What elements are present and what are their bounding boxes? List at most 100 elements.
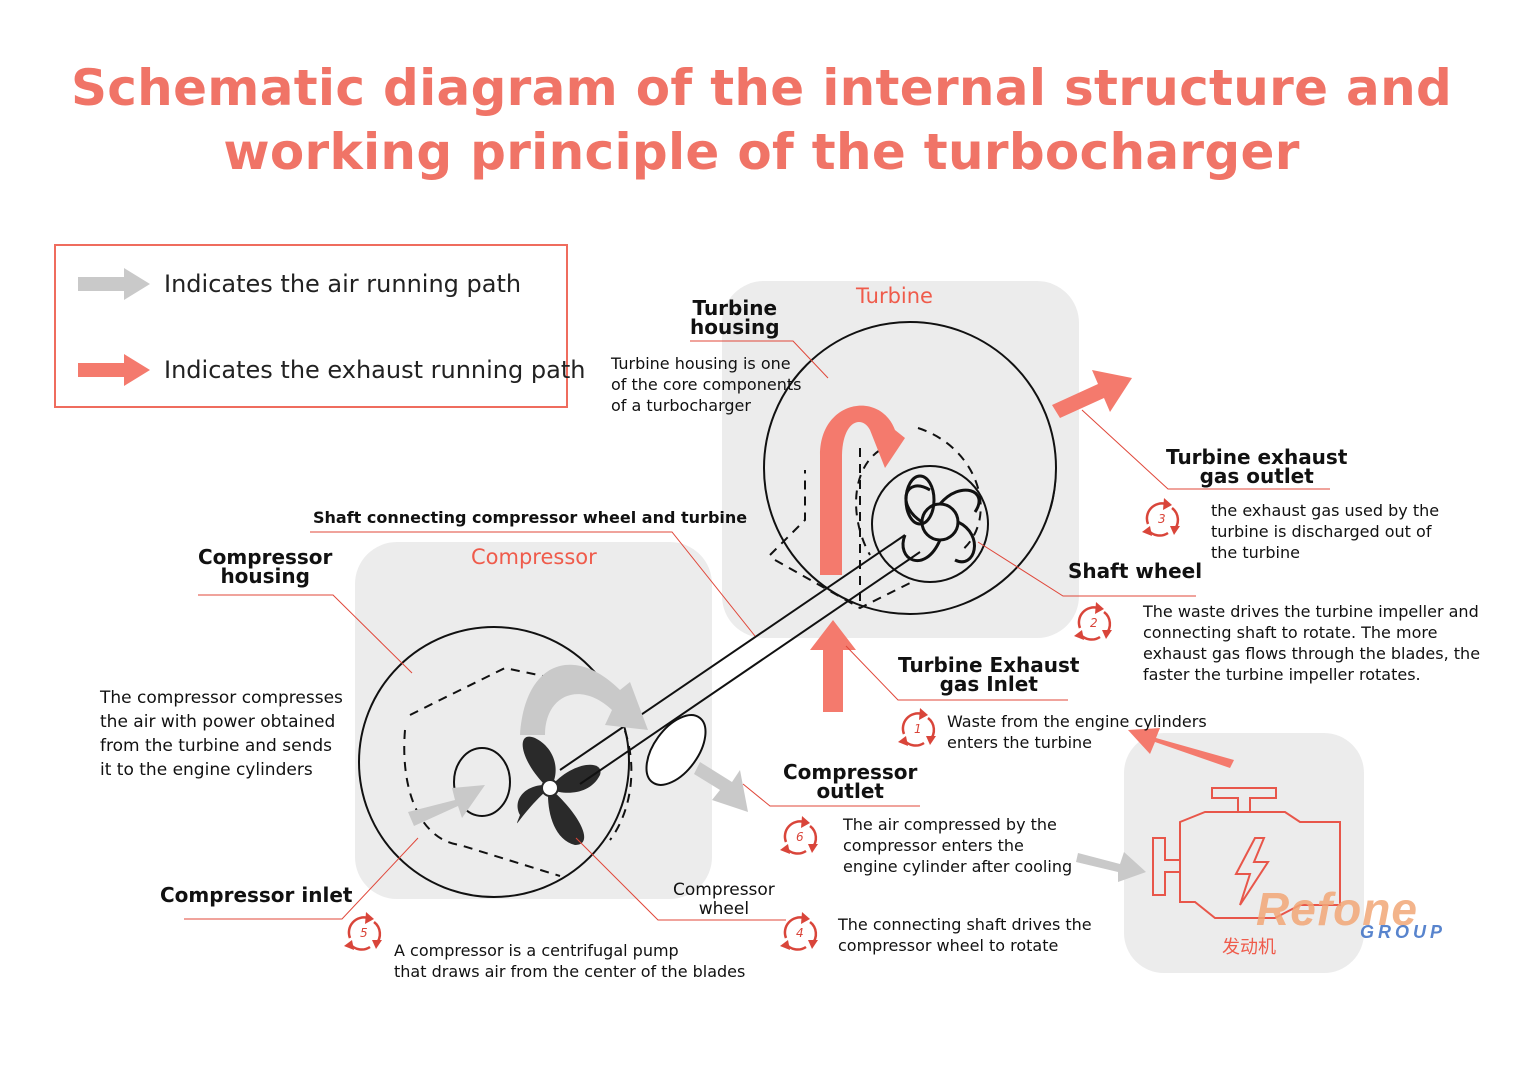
red-arrow-icon [78,354,150,386]
desc-exhaust-inlet: Waste from the engine cylinders enters t… [947,711,1207,753]
label-shaft-wheel: Shaft wheel [1068,559,1203,583]
desc-line: exhaust gas flows through the blades, th… [1143,644,1481,663]
compressor-internal-air-arrow [520,664,648,735]
leader-compressor-wheel [575,837,786,921]
engine-exhaust-arrow [1128,728,1234,768]
desc-line: Waste from the engine cylinders [947,712,1207,731]
step-icon-6: 6 [780,816,818,855]
label-line: Compressor [198,545,333,569]
desc-line: that draws air from the center of the bl… [394,962,746,981]
desc-line: A compressor is a centrifugal pump [394,941,679,960]
legend-row-exhaust: Indicates the exhaust running path [78,350,585,390]
desc-line: Turbine housing is one [611,354,791,373]
compressor-wheel-drawing [517,736,601,845]
step-icons: 1 2 3 4 [344,498,1180,951]
desc-line: faster the turbine impeller rotates. [1143,665,1421,684]
desc-line: The waste drives the turbine impeller an… [1143,602,1479,621]
desc-line: the exhaust gas used by the [1211,501,1440,520]
exhaust-flow-arrows [810,370,1234,768]
desc-line: it to the engine cylinders [100,760,313,780]
legend-exhaust-label: Indicates the exhaust running path [164,356,586,384]
label-turbine-housing: Turbine housing [690,296,780,339]
leader-shaft [310,531,756,637]
compressor-inlet-air-arrow [408,785,485,826]
step-icon-1: 1 [898,708,936,747]
label-compressor-housing: Compressor housing [198,545,333,588]
desc-line: The compressor compresses [100,688,343,708]
turbine-inlet-exhaust-arrow [810,620,856,712]
label-line: Turbine [692,296,778,320]
gray-arrow-icon [78,268,150,300]
desc-line: the air with power obtained [100,712,336,732]
desc-line: engine cylinder after cooling [843,857,1073,876]
step-number-3: 3 [1158,512,1166,526]
label-line: housing [690,315,780,339]
desc-exhaust-outlet: the exhaust gas used by the turbine is d… [1211,500,1439,563]
air-flow-arrows [408,664,1146,882]
label-line: gas outlet [1199,464,1314,488]
desc-line: of a turbocharger [611,396,751,415]
legend-air-label: Indicates the air running path [164,270,522,298]
logo-sub-text: GROUP [1360,922,1447,942]
desc-line: compressor enters the [843,836,1024,855]
desc-line: The connecting shaft drives the [838,915,1092,934]
leader-exhaust-outlet [1081,409,1330,490]
desc-line: the turbine [1211,543,1300,562]
leader-exhaust-inlet [845,645,1068,701]
label-compressor-inlet: Compressor inlet [160,883,353,907]
leader-turbine-housing [690,340,829,379]
page-title: Schematic diagram of the internal struct… [0,56,1523,184]
label-turbine-exhaust-inlet: Turbine Exhaust gas Inlet [898,653,1080,696]
legend-row-air: Indicates the air running path [78,264,521,304]
title-line-1: Schematic diagram of the internal struct… [70,59,1453,117]
turbine-outlet-exhaust-arrow [1052,370,1132,418]
step-icon-3: 3 [1142,498,1180,537]
leader-compressor-outlet [742,783,920,807]
logo-main-text: Refone [1256,883,1418,935]
desc-line: enters the turbine [947,733,1093,752]
desc-compressor: The compressor compresses the air with p… [100,686,343,782]
label-line: gas Inlet [939,672,1038,696]
desc-line: The air compressed by the [843,815,1057,834]
engine-icon [1152,787,1341,919]
step-icon-5: 5 [344,912,382,951]
desc-line: turbine is discharged out of [1211,522,1432,541]
label-shaft: Shaft connecting compressor wheel and tu… [313,508,748,527]
engine-panel-title: 发动机 [1222,937,1276,958]
desc-shaft-wheel: The waste drives the turbine impeller an… [1143,601,1480,685]
label-line: Turbine exhaust [1166,445,1348,469]
turbine-housing-drawing [763,321,1057,615]
leader-compressor-housing [198,594,413,674]
title-line-2: working principle of the turbocharger [223,123,1300,181]
desc-turbine-housing: Turbine housing is one of the core compo… [611,353,801,416]
label-line: Compressor [673,880,775,900]
turbine-internal-exhaust-arrow [820,405,905,575]
refone-logo: Refone GROUP [1256,882,1478,946]
desc-line: of the core components [611,375,802,394]
label-line: housing [220,564,310,588]
leader-lines [184,340,1330,921]
label-compressor-outlet: Compressor outlet [783,762,917,803]
compressor-housing-drawing [358,626,633,898]
step-icon-4: 4 [780,912,818,951]
desc-compressor-outlet: The air compressed by the compressor ent… [843,814,1072,877]
label-line: Turbine Exhaust [898,653,1080,677]
label-line: outlet [816,779,884,803]
label-compressor-wheel: Compressor wheel [673,881,775,919]
step-icon-2: 2 [1074,602,1112,641]
desc-line: from the turbine and sends [100,736,332,756]
connecting-shaft-drawing [559,534,921,786]
step-number-4: 4 [796,926,804,940]
step-number-6: 6 [796,830,804,844]
step-number-2: 2 [1090,616,1098,630]
step-number-5: 5 [360,926,368,940]
step-number-1: 1 [914,722,922,736]
turbine-panel-title: Turbine [856,284,933,308]
label-turbine-exhaust-outlet: Turbine exhaust gas outlet [1166,445,1348,488]
legend-box: Indicates the air running path Indicates… [54,244,585,408]
desc-compressor-wheel: The connecting shaft drives the compress… [838,914,1092,956]
leader-compressor-inlet [184,837,419,920]
leader-shaft-wheel [977,541,1196,597]
compressor-panel-title: Compressor [471,545,597,569]
